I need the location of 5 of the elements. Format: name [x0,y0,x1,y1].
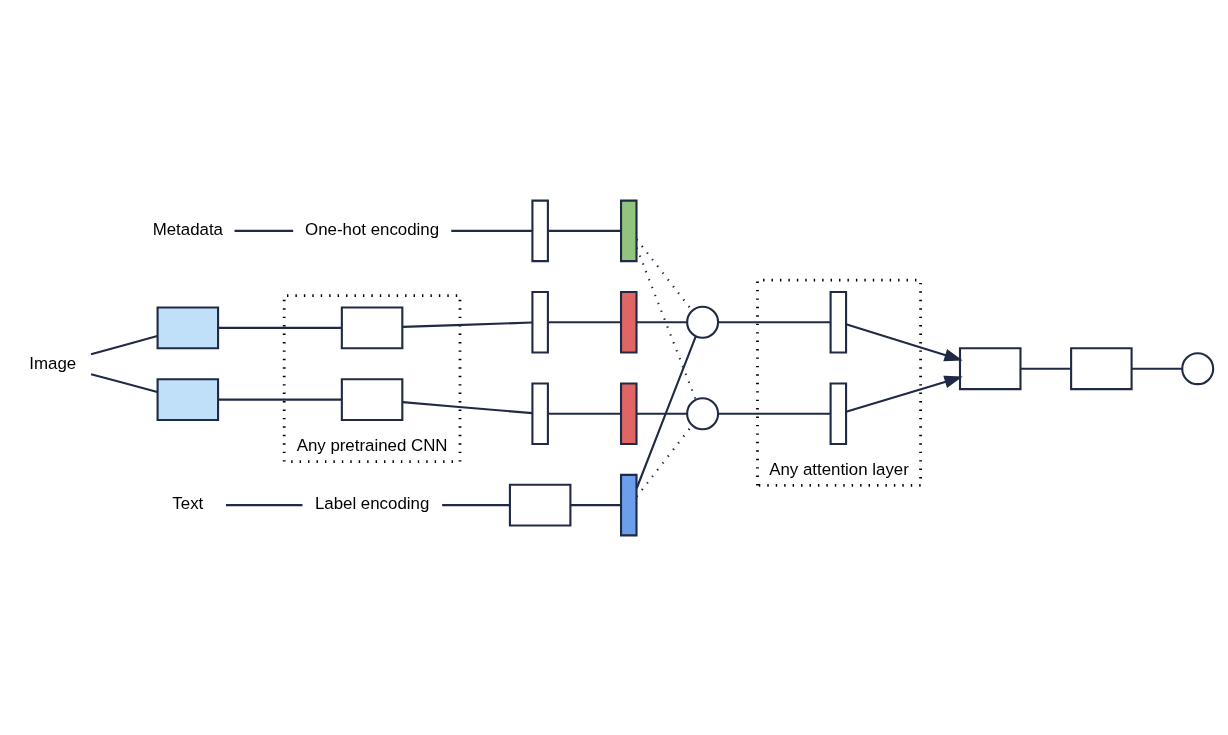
node-text: One-hot encoding [305,219,440,239]
node-text: Text [172,493,204,513]
node-text: Image [29,353,77,373]
node-text: Metadata [152,219,223,239]
node-text: Label encoding [314,493,430,513]
